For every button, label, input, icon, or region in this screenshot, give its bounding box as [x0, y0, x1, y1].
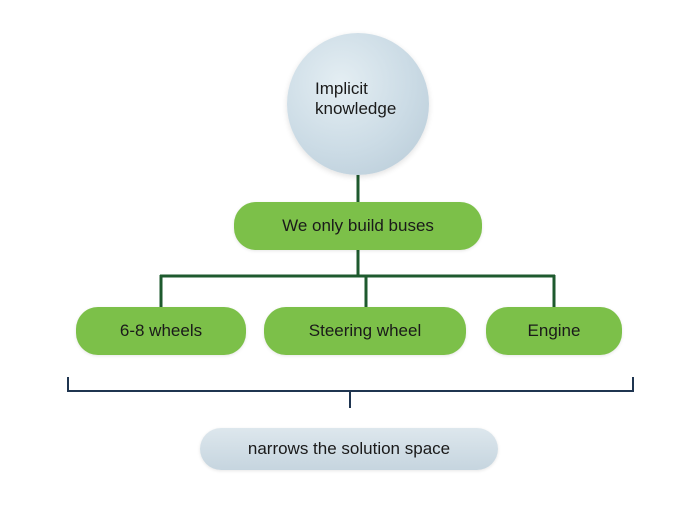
implicit-knowledge-node: Implicit knowledge	[287, 33, 429, 175]
constraint-label: We only build buses	[282, 216, 434, 235]
feature-label-steering-wheel: Steering wheel	[308, 321, 422, 340]
implicit-knowledge-label: Implicit knowledge	[315, 79, 397, 118]
grouping-bracket	[67, 377, 634, 392]
feature-node-steering-wheel: Steering wheel	[264, 307, 466, 355]
result-label: narrows the solution space	[247, 439, 451, 458]
feature-label-wheels: 6-8 wheels	[119, 321, 203, 340]
result-node: narrows the solution space	[200, 428, 498, 470]
feature-node-engine: Engine	[486, 307, 622, 355]
feature-label-engine: Engine	[527, 321, 581, 340]
feature-node-wheels: 6-8 wheels	[76, 307, 246, 355]
constraint-node: We only build buses	[234, 202, 482, 250]
